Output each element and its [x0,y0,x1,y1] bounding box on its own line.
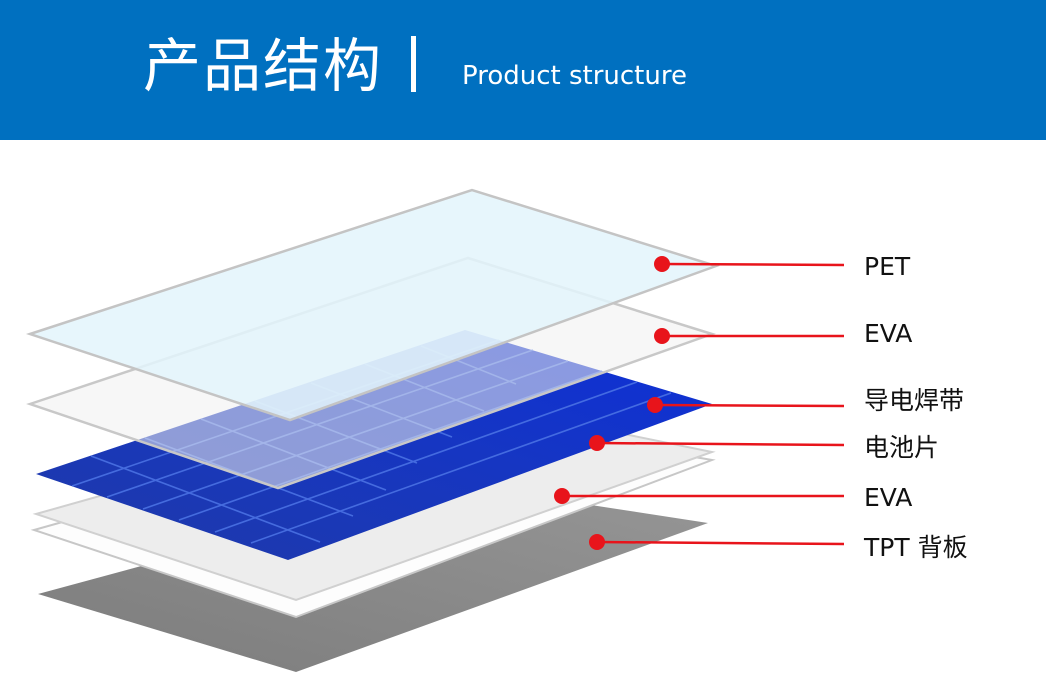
layer-diagram [25,188,845,672]
label-solar-cell: 电池片 [864,433,940,462]
pointer-dot [589,534,605,550]
page-title: 产品结构 [143,32,384,100]
label-conductive-ribbon: 导电焊带 [864,386,965,415]
pointer-dot [654,256,670,272]
label-eva-lower: EVA [864,483,913,512]
pointer-dot [647,397,663,413]
pointer-dot [589,435,605,451]
pointers [554,256,845,550]
label-pet: PET [864,252,911,281]
title-divider [411,36,416,92]
pointer-dot [654,328,670,344]
label-eva-upper: EVA [864,319,913,348]
label-tpt-backsheet: TPT 背板 [864,533,968,562]
pointer-dot [554,488,570,504]
page-subtitle: Product structure [462,61,687,91]
pet-layer [25,188,720,422]
header-banner: 产品结构 Product structure [0,0,1046,140]
